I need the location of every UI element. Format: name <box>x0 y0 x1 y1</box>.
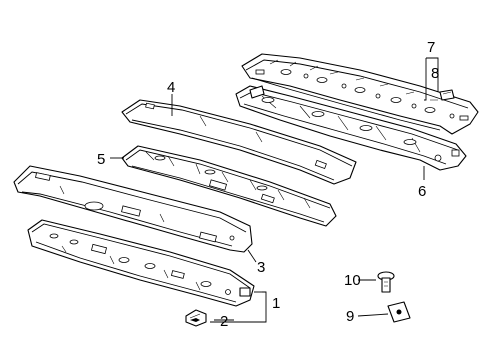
callout-7: 7 <box>427 39 435 56</box>
part-1-lower-panel <box>27 219 255 307</box>
callout-5: 5 <box>97 151 105 168</box>
part-4-roof-bow <box>121 99 357 185</box>
callout-labels: 7 8 4 5 6 3 1 2 10 9 <box>97 39 439 330</box>
callout-3: 3 <box>257 259 265 276</box>
callout-8: 8 <box>431 65 439 82</box>
part-6-rear-header <box>235 85 467 171</box>
leader-lines <box>110 57 439 323</box>
callout-4: 4 <box>167 79 175 96</box>
part-5-center-bow <box>121 145 337 227</box>
callout-10: 10 <box>344 272 361 289</box>
callout-1: 1 <box>272 295 280 312</box>
callout-9: 9 <box>346 308 354 325</box>
callout-2: 2 <box>220 313 228 330</box>
part-10-fastener <box>377 271 395 293</box>
part-9-clip-plate <box>387 301 411 323</box>
part-3-front-header <box>13 165 253 253</box>
part-2-bracket <box>185 309 207 327</box>
callout-6: 6 <box>418 183 426 200</box>
part-8-clip <box>439 89 455 101</box>
part-7-roof-panel <box>241 53 479 135</box>
